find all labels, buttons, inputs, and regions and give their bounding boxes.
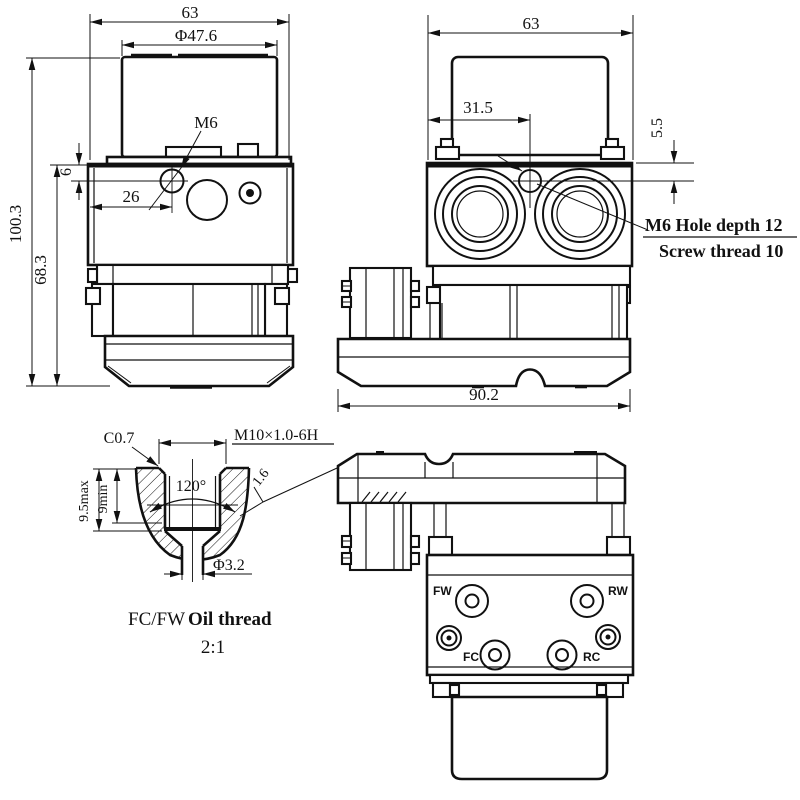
front-offset-x-dim: 26 [123, 187, 140, 206]
front-view-dimensions: 63 Φ47.6 M6 26 6 100.3 68.3 [6, 3, 290, 387]
detail-view-dimensions: C0.7 M10×1.0-6H 120° 1.6 9.5max 9min [77, 427, 349, 580]
side-note-line2: Screw thread 10 [659, 241, 783, 261]
side-width-dim: 63 [523, 14, 540, 33]
side-view-dimensions: 63 31.5 5.5 M6 Hole depth 12 Screw threa… [337, 14, 797, 412]
front-offset-y-dim: 6 [58, 168, 75, 176]
detail-scale: 2:1 [201, 637, 225, 658]
port-label-fc: FC [463, 650, 479, 664]
port-label-fw: FW [433, 584, 452, 598]
detail-depth-min-dim: 9min [96, 485, 111, 514]
bottom-view: FW RW FC RC [336, 451, 635, 781]
detail-view-title: FC/FW Oil thread 2:1 [128, 609, 272, 658]
side-note-line1: M6 Hole depth 12 [645, 215, 783, 235]
detail-view: C0.7 M10×1.0-6H 120° 1.6 9.5max 9min [77, 427, 349, 658]
front-width-dim: 63 [182, 3, 199, 22]
detail-hole-dia-dim: Φ3.2 [213, 557, 245, 574]
side-view: 63 31.5 5.5 M6 Hole depth 12 Screw threa… [336, 14, 797, 412]
side-hole-x-dim: 31.5 [463, 98, 493, 117]
front-view: 63 Φ47.6 M6 26 6 100.3 68.3 [6, 3, 299, 389]
front-total-height-dim: 100.3 [6, 205, 25, 243]
detail-roughness-dim: 1.6 [250, 466, 273, 489]
detail-title-text: Oil thread [188, 609, 272, 630]
detail-view-geometry [134, 459, 251, 582]
front-block-height-dim: 68.3 [31, 255, 50, 285]
bottom-view-geometry [336, 451, 635, 781]
front-view-geometry [84, 53, 299, 389]
side-hole-y-dim: 5.5 [649, 118, 666, 138]
port-label-rc: RC [583, 650, 601, 664]
bottom-view-labels: FW RW FC RC [433, 584, 628, 664]
detail-thread-dim: M10×1.0-6H [234, 427, 319, 444]
detail-chamfer-dim: C0.7 [104, 430, 135, 447]
side-base-width-dim: 90.2 [469, 385, 499, 404]
detail-depth-max-dim: 9.5max [77, 480, 92, 522]
side-view-geometry [336, 55, 634, 389]
detail-angle-dim: 120° [176, 478, 206, 495]
port-label-rw: RW [608, 584, 628, 598]
front-cap-diameter-dim: Φ47.6 [175, 26, 217, 45]
detail-title-ports: FC/FW [128, 609, 185, 630]
front-m6-label: M6 [194, 113, 218, 132]
